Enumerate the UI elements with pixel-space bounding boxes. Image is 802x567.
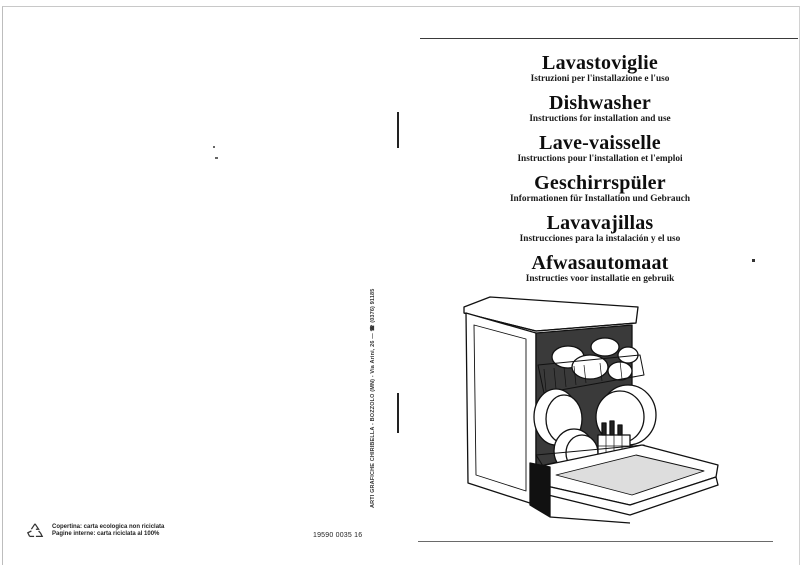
recycle-text: Copertina: carta ecologica non riciclata… (52, 524, 164, 539)
title-spanish: Lavavajillas (546, 212, 654, 234)
subtitle-german: Informationen für Installation und Gebra… (509, 194, 691, 204)
inner-paper-note: Pagine interne: carta riciclata al 100% (52, 531, 160, 537)
top-rule (420, 38, 798, 39)
subtitle-french: Instructions pour l'installation et l'em… (517, 154, 683, 164)
dishwasher-illustration (460, 295, 725, 525)
bottom-rule (418, 541, 773, 542)
printer-imprint: ARTI GRAFICHE CHIRIBELLA - BOZZOLO (MN) … (370, 288, 376, 508)
subtitle-italian: Istruzioni per l'installazione e l'uso (530, 74, 670, 84)
cover-title-block: Lavastoviglie Istruzioni per l'installaz… (470, 52, 730, 292)
title-german: Geschirrspüler (534, 172, 666, 194)
document-code: 19590 0035 16 (313, 532, 363, 539)
page-frame (2, 6, 800, 565)
recycle-notice: Copertina: carta ecologica non riciclata… (26, 522, 164, 540)
subtitle-spanish: Instrucciones para la instalación y el u… (519, 234, 681, 244)
title-english: Dishwasher (548, 92, 651, 114)
subtitle-dutch: Instructies voor installatie en gebruik (525, 274, 675, 284)
recycle-icon (26, 523, 44, 538)
title-french: Lave-vaisselle (539, 132, 661, 154)
cover-paper-note: Copertina: carta ecologica non riciclata (52, 523, 165, 530)
title-italian: Lavastoviglie (542, 52, 658, 74)
subtitle-english: Instructions for installation and use (529, 114, 671, 124)
fold-mark-bottom (397, 393, 399, 433)
title-dutch: Afwasautomaat (531, 252, 669, 274)
fold-mark-top (397, 112, 399, 148)
scan-speck (213, 146, 215, 148)
scan-speck (752, 259, 755, 262)
scan-speck (215, 157, 218, 159)
